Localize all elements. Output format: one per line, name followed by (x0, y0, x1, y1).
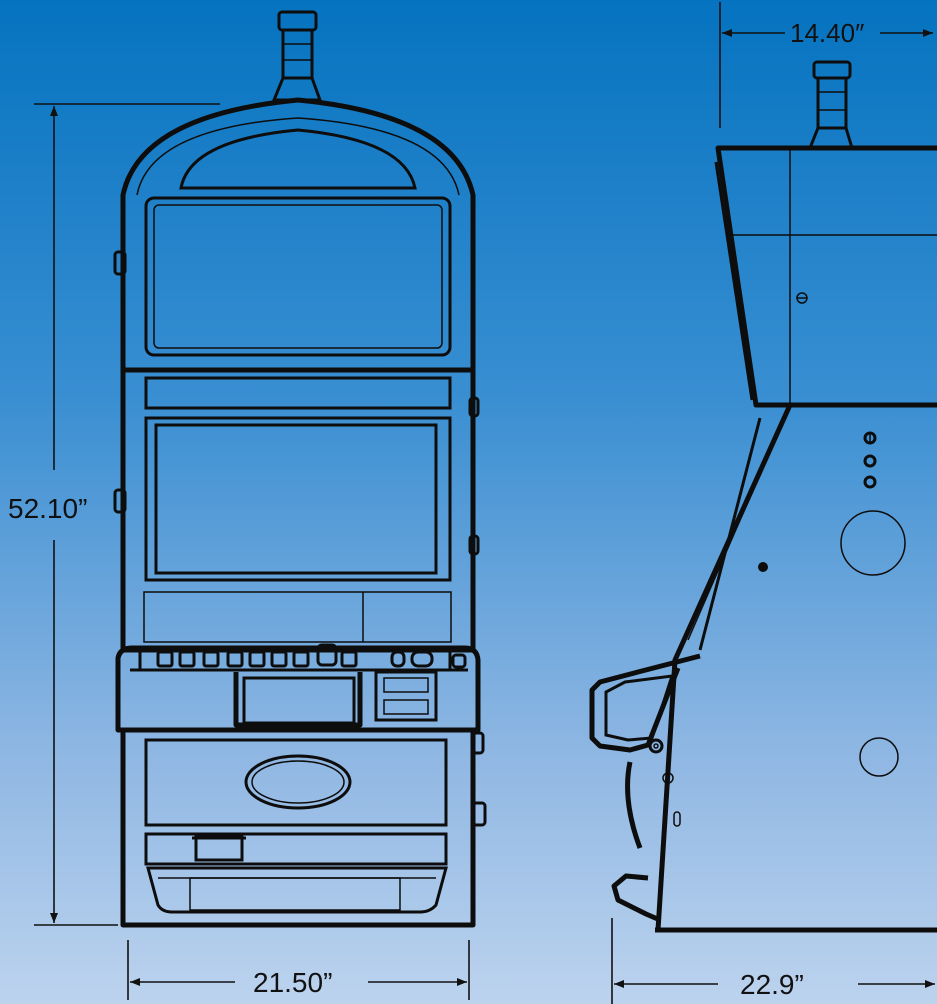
height-dimension: 52.10” (8, 103, 220, 926)
front-mid-cabinet (120, 367, 476, 653)
front-coin-tray (146, 866, 448, 914)
front-main-screen-bezel (144, 416, 452, 582)
front-main-screen (154, 423, 438, 575)
side-depth-label: 22.9” (740, 969, 804, 1000)
front-lower-cabinet (120, 727, 476, 928)
side-view (589, 60, 937, 933)
front-logo-oval (244, 754, 352, 810)
front-button-deck (115, 645, 481, 733)
top-depth-label: 14.40″ (790, 18, 864, 48)
side-coin-tray (611, 873, 661, 923)
front-top-glass (144, 196, 452, 357)
front-arch-light (179, 128, 417, 190)
side-upper-section (715, 145, 937, 408)
side-depth-dimension: 22.9” (611, 918, 935, 1004)
side-topper-post (807, 60, 855, 150)
front-width-dimension: 21.50” (127, 940, 470, 1000)
top-depth-dimension: 14.40″ (719, 2, 933, 128)
height-label: 52.10” (8, 493, 87, 524)
front-topper-post (271, 10, 323, 102)
front-width-label: 21.50” (253, 967, 332, 998)
front-view (113, 10, 487, 928)
front-bill-validator (374, 670, 438, 722)
side-lower-body (655, 402, 937, 933)
front-buttons (156, 643, 467, 669)
side-button-deck (589, 653, 701, 753)
front-upper-cabinet (120, 97, 476, 373)
